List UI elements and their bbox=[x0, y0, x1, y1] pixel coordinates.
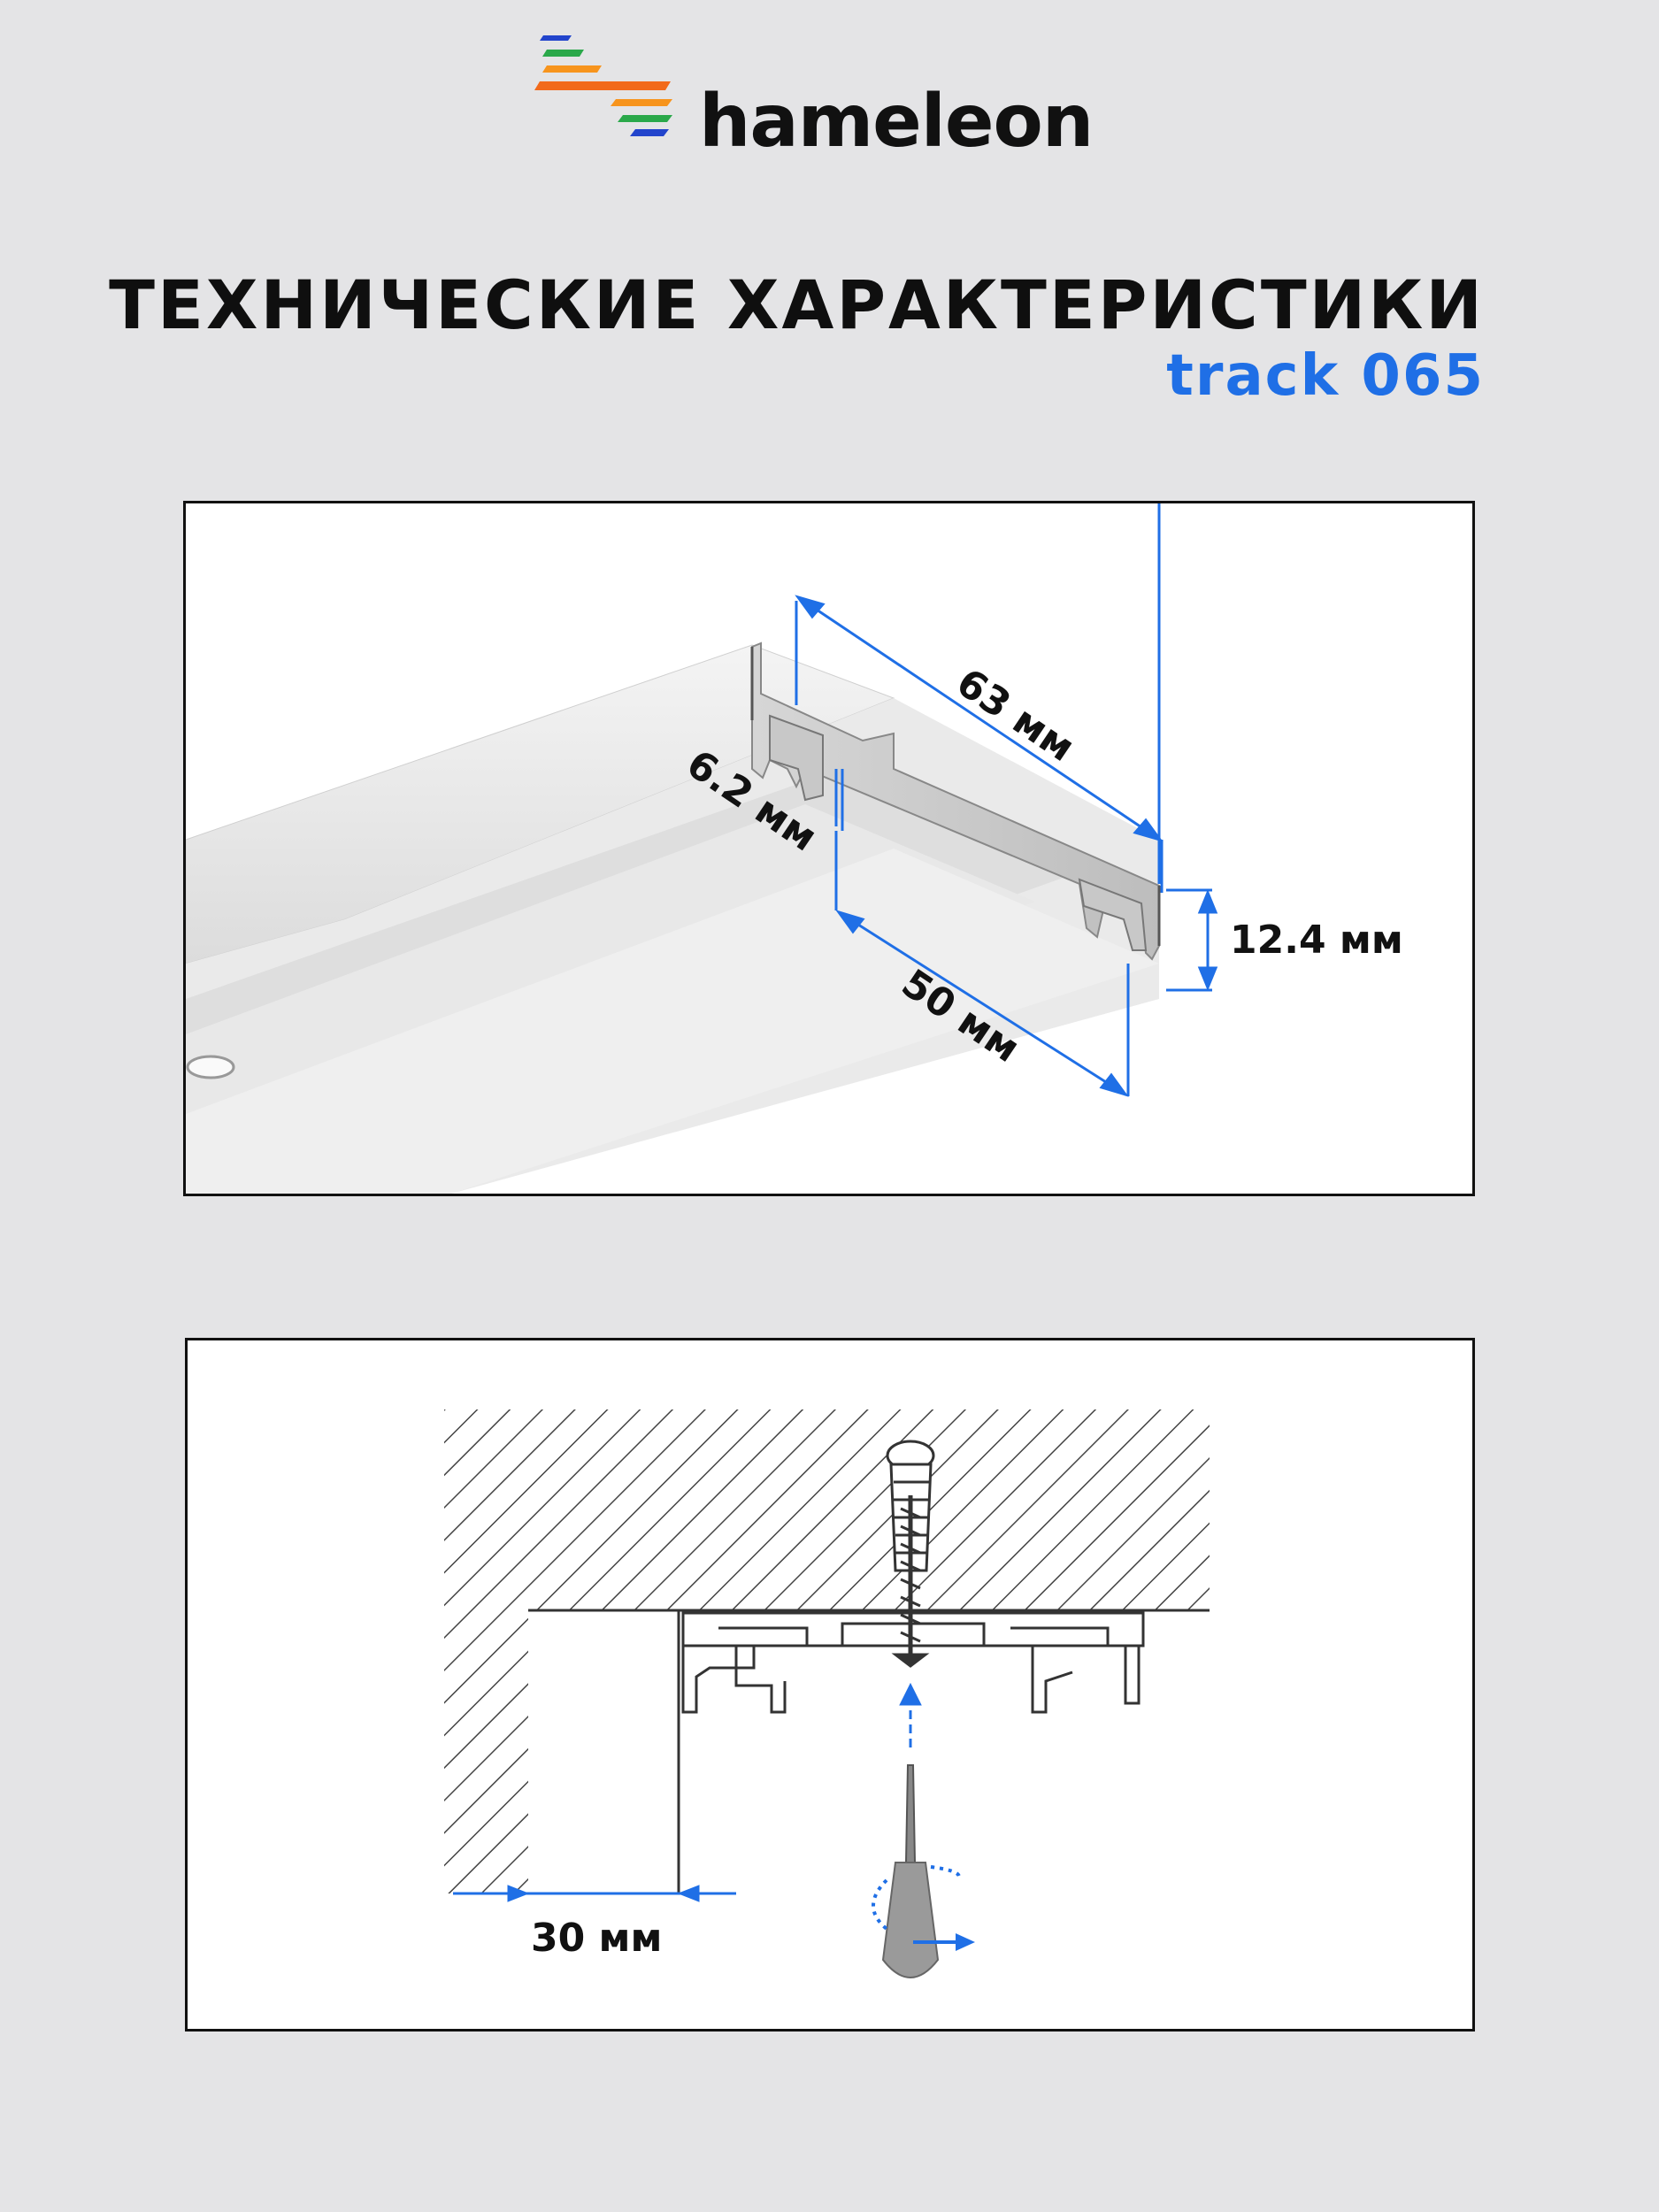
rail-cross-section bbox=[681, 1611, 1145, 1714]
screw-dowel-icon bbox=[886, 1440, 935, 1668]
dim-30-arrows bbox=[453, 1885, 736, 1902]
wall-block bbox=[528, 1609, 680, 1895]
mounting-diagram-panel: 30 мм bbox=[185, 1338, 1475, 2032]
profile-diagram-panel: 63 мм 12.4 мм 6.2 мм 50 мм bbox=[183, 501, 1475, 1196]
logo-stripes-icon bbox=[534, 35, 672, 136]
screwdriver-icon bbox=[872, 1764, 975, 1978]
screw-hole-icon bbox=[186, 1055, 235, 1079]
dim-12-4-label: 12.4 мм bbox=[1230, 918, 1403, 963]
ceiling-wall-hatch bbox=[444, 1409, 1210, 1893]
dim-30-label: 30 мм bbox=[531, 1916, 662, 1961]
up-arrow-icon bbox=[899, 1682, 922, 1747]
brand-name: hameleon bbox=[699, 80, 1094, 164]
rail-lower-edge bbox=[186, 849, 1159, 1194]
mounting-illustration: 30 мм bbox=[444, 1409, 1210, 1978]
brand-logo bbox=[534, 35, 672, 136]
page-subtitle: track 065 bbox=[1166, 343, 1485, 409]
page-title: ТЕХНИЧЕСКИЕ ХАРАКТЕРИСТИКИ bbox=[109, 265, 1485, 344]
rail-profile-illustration: 63 мм 12.4 мм 6.2 мм 50 мм bbox=[186, 503, 1403, 1194]
